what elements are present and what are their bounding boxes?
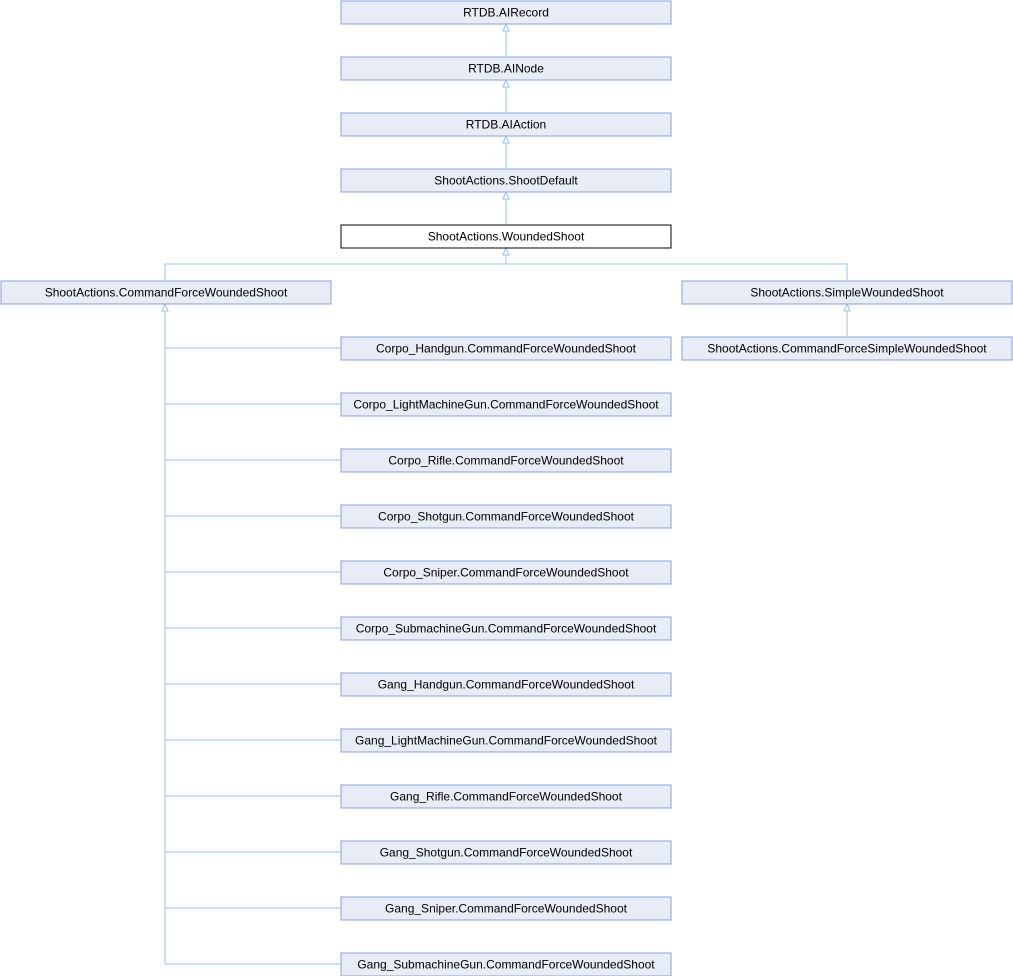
node-simplewoundedshoot-label: ShootActions.SimpleWoundedShoot bbox=[750, 286, 944, 300]
node-corpo-handgun[interactable]: Corpo_Handgun.CommandForceWoundedShoot bbox=[340, 336, 672, 361]
node-gang-rifle-label: Gang_Rifle.CommandForceWoundedShoot bbox=[390, 790, 623, 804]
node-commandforcewoundedshoot-label: ShootActions.CommandForceWoundedShoot bbox=[45, 286, 288, 300]
node-gang-lmg-label: Gang_LightMachineGun.CommandForceWounded… bbox=[355, 734, 658, 748]
node-gang-shotgun-label: Gang_Shotgun.CommandForceWoundedShoot bbox=[380, 846, 633, 860]
arrow-shootdefault bbox=[502, 190, 510, 200]
node-gang-shotgun[interactable]: Gang_Shotgun.CommandForceWoundedShoot bbox=[340, 840, 672, 865]
node-shootdefault[interactable]: ShootActions.ShootDefault bbox=[340, 168, 672, 193]
node-corpo-rifle[interactable]: Corpo_Rifle.CommandForceWoundedShoot bbox=[340, 448, 672, 473]
node-gang-handgun[interactable]: Gang_Handgun.CommandForceWoundedShoot bbox=[340, 672, 672, 697]
node-shootdefault-label: ShootActions.ShootDefault bbox=[434, 174, 578, 188]
edge-commandforce-woundedshoot bbox=[164, 251, 507, 280]
node-woundedshoot: ShootActions.WoundedShoot bbox=[340, 224, 672, 249]
node-woundedshoot-label: ShootActions.WoundedShoot bbox=[428, 230, 585, 244]
node-ainode-label: RTDB.AINode bbox=[468, 62, 544, 76]
arrow-aiaction bbox=[502, 134, 510, 144]
node-simplewoundedshoot[interactable]: ShootActions.SimpleWoundedShoot bbox=[681, 280, 1013, 305]
node-ainode[interactable]: RTDB.AINode bbox=[340, 56, 672, 81]
node-airecord-label: RTDB.AIRecord bbox=[463, 6, 549, 20]
arrow-simplewounded bbox=[843, 302, 851, 312]
node-corpo-handgun-label: Corpo_Handgun.CommandForceWoundedShoot bbox=[376, 342, 637, 356]
node-commandforcesimplewoundedshoot-label: ShootActions.CommandForceSimpleWoundedSh… bbox=[707, 342, 987, 356]
arrow-ainode bbox=[502, 78, 510, 88]
node-gang-sniper-label: Gang_Sniper.CommandForceWoundedShoot bbox=[385, 902, 628, 916]
node-corpo-lmg[interactable]: Corpo_LightMachineGun.CommandForceWounde… bbox=[340, 392, 672, 417]
node-corpo-shotgun-label: Corpo_Shotgun.CommandForceWoundedShoot bbox=[378, 510, 635, 524]
edges bbox=[161, 22, 851, 965]
node-airecord[interactable]: RTDB.AIRecord bbox=[340, 0, 672, 25]
node-aiaction[interactable]: RTDB.AIAction bbox=[340, 112, 672, 137]
node-corpo-rifle-label: Corpo_Rifle.CommandForceWoundedShoot bbox=[388, 454, 624, 468]
arrow-commandforce bbox=[161, 302, 169, 312]
node-corpo-smg[interactable]: Corpo_SubmachineGun.CommandForceWoundedS… bbox=[340, 616, 672, 641]
node-gang-sniper[interactable]: Gang_Sniper.CommandForceWoundedShoot bbox=[340, 896, 672, 921]
node-gang-lmg[interactable]: Gang_LightMachineGun.CommandForceWounded… bbox=[340, 728, 672, 753]
node-corpo-sniper-label: Corpo_Sniper.CommandForceWoundedShoot bbox=[383, 566, 629, 580]
node-corpo-smg-label: Corpo_SubmachineGun.CommandForceWoundedS… bbox=[356, 622, 657, 636]
node-gang-smg-label: Gang_SubmachineGun.CommandForceWoundedSh… bbox=[357, 958, 655, 972]
node-corpo-sniper[interactable]: Corpo_Sniper.CommandForceWoundedShoot bbox=[340, 560, 672, 585]
node-commandforcesimplewoundedshoot[interactable]: ShootActions.CommandForceSimpleWoundedSh… bbox=[681, 336, 1013, 361]
node-commandforcewoundedshoot[interactable]: ShootActions.CommandForceWoundedShoot bbox=[0, 280, 332, 305]
node-corpo-lmg-label: Corpo_LightMachineGun.CommandForceWounde… bbox=[353, 398, 659, 412]
node-gang-rifle[interactable]: Gang_Rifle.CommandForceWoundedShoot bbox=[340, 784, 672, 809]
arrow-airecord bbox=[502, 22, 510, 32]
node-gang-smg[interactable]: Gang_SubmachineGun.CommandForceWoundedSh… bbox=[340, 952, 672, 976]
node-corpo-shotgun[interactable]: Corpo_Shotgun.CommandForceWoundedShoot bbox=[340, 504, 672, 529]
node-aiaction-label: RTDB.AIAction bbox=[466, 118, 546, 132]
arrow-woundedshoot bbox=[502, 246, 510, 256]
edge-simplewounded-woundedshoot bbox=[506, 263, 848, 280]
node-gang-handgun-label: Gang_Handgun.CommandForceWoundedShoot bbox=[378, 678, 635, 692]
